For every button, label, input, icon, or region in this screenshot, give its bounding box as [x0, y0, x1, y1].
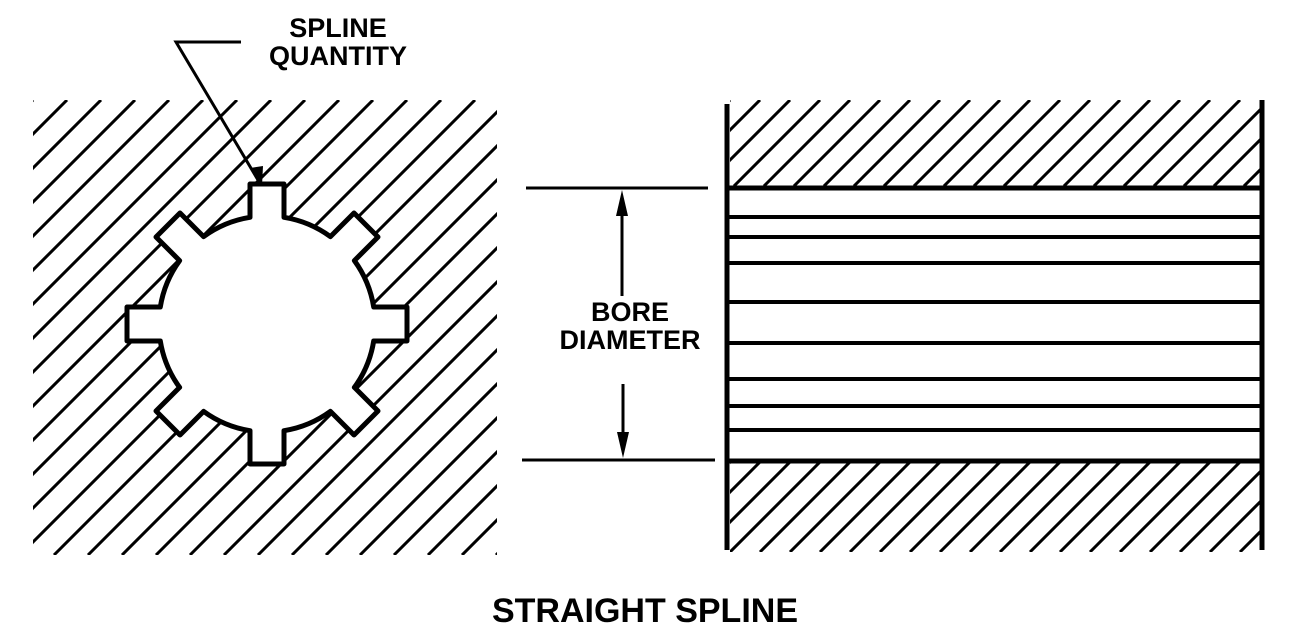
hatch-line [912, 100, 1002, 186]
hatch-line [1032, 100, 1122, 186]
hatch-line [822, 100, 912, 186]
hatch-line [1238, 529, 1260, 552]
spline-quantity-label-line1: SPLINE [289, 13, 387, 43]
hatch-line [730, 100, 792, 163]
hatch-line [1182, 107, 1260, 186]
hatch-line [33, 100, 35, 103]
hatch-line [33, 100, 273, 341]
hatch-line [52, 109, 497, 555]
hatch-line [1002, 100, 1092, 186]
hatch-line [1212, 137, 1260, 186]
hatch-line [1152, 100, 1242, 186]
hatch-line [758, 462, 852, 552]
spline-quantity-label-line2: QUANTITY [269, 41, 407, 72]
hatch-line [1148, 462, 1242, 552]
hatch-line [33, 100, 205, 273]
end-view [33, 100, 497, 555]
bore-diameter-label: BORE DIAMETER [530, 298, 730, 355]
end-view-hatching [33, 100, 497, 555]
spline-quantity-label: SPLINE QUANTITY [238, 14, 438, 71]
side-view [724, 100, 1265, 552]
hatch-line [33, 100, 307, 375]
hatch-line [290, 347, 497, 555]
bore-diameter-label-line2: DIAMETER [559, 325, 701, 356]
hatch-line [392, 449, 497, 555]
hatch-line [792, 100, 882, 186]
hatch-line [852, 100, 942, 186]
hatch-line [33, 100, 341, 409]
hatch-line [788, 462, 882, 552]
hatch-line [938, 462, 1032, 552]
bore-diameter-label-line1: BORE [590, 297, 669, 327]
diagram-title: STRAIGHT SPLINE [491, 592, 799, 630]
hatch-line [1062, 100, 1152, 186]
hatch-line [33, 100, 375, 443]
hatch-line [33, 100, 103, 171]
hatch-line [154, 211, 497, 555]
hatch-line [358, 415, 497, 555]
hatch-line [942, 100, 1032, 186]
hatch-line [968, 462, 1062, 552]
hatch-line [762, 100, 852, 186]
hatch-line [972, 100, 1062, 186]
hatch-line [730, 100, 732, 103]
side-view-top-hatching [730, 100, 1260, 186]
hatch-line [120, 177, 497, 555]
hatch-line [730, 462, 792, 525]
hatch-line [908, 462, 1002, 552]
hatch-line [878, 462, 972, 552]
hatch-line [86, 143, 497, 555]
hatch-line [1208, 499, 1260, 552]
hatch-line [848, 462, 942, 552]
hatch-line [33, 100, 477, 545]
hatch-line [1088, 462, 1182, 552]
hatch-line [33, 100, 171, 239]
bore-diameter-dimension [522, 186, 715, 462]
hatch-line [222, 279, 497, 555]
hatch-line [882, 100, 972, 186]
hatch-line [998, 462, 1092, 552]
hatch-line [33, 100, 239, 307]
hatch-line [732, 100, 822, 186]
hatch-line [188, 245, 497, 555]
spline-bore-outline [124, 181, 410, 467]
hatch-line [730, 462, 822, 552]
hatch-line [1058, 462, 1152, 552]
hatch-line [33, 100, 137, 205]
hatch-line [730, 100, 762, 133]
hatch-line [324, 381, 497, 555]
side-view-spline-lines [727, 185, 1262, 464]
hatch-line [33, 100, 409, 477]
hatch-line [730, 462, 732, 465]
hatch-line [1178, 469, 1260, 552]
hatch-line [1092, 100, 1182, 186]
hatch-line [1122, 100, 1212, 186]
hatch-line [1242, 167, 1260, 186]
side-view-bottom-hatching [730, 462, 1260, 552]
hatch-line [256, 313, 497, 555]
hatch-line [1118, 462, 1212, 552]
hatch-line [730, 462, 762, 495]
spline-quantity-leader [173, 40, 263, 186]
hatch-line [1028, 462, 1122, 552]
hatch-line [33, 100, 443, 511]
hatch-line [818, 462, 912, 552]
